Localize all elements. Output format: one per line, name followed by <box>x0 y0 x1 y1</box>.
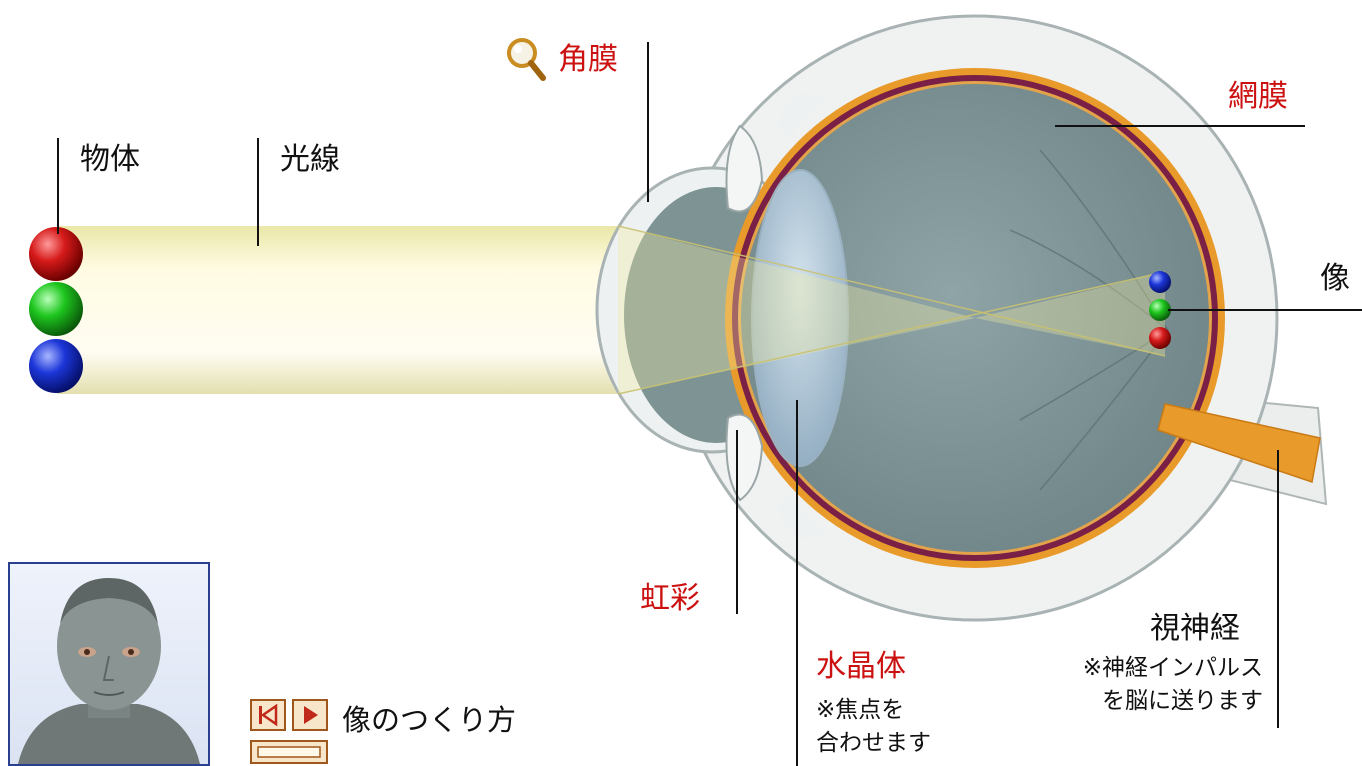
object-sphere-blue <box>29 339 83 393</box>
lens-note-line-1: ※焦点を <box>816 697 905 723</box>
play-icon <box>304 706 318 724</box>
play-button[interactable] <box>292 699 328 731</box>
face-portrait-thumbnail[interactable] <box>8 562 210 766</box>
iris-lower <box>725 413 764 502</box>
light-cone-in <box>618 226 975 394</box>
light-beam <box>57 226 637 394</box>
ciliary-body <box>778 92 830 140</box>
lens-note-line-2: 合わせます <box>816 730 931 757</box>
stop-bar-button[interactable] <box>250 740 328 764</box>
nerve-note-line-1: ※神経インパルス <box>1082 655 1263 681</box>
image-dot-red <box>1149 327 1171 349</box>
nerve-note: ※神経インパルス を脳に送ります <box>1025 652 1263 719</box>
stop-bar-icon <box>257 746 321 758</box>
nerve-note-line-2: を脳に送ります <box>1102 688 1263 715</box>
label-retina: 網膜 <box>1228 79 1288 114</box>
image-dot-green <box>1149 299 1171 321</box>
step-back-button[interactable] <box>250 699 286 731</box>
label-object: 物体 <box>80 142 140 177</box>
label-optic-nerve: 視神経 <box>1150 611 1240 646</box>
label-lens: 水晶体 <box>816 649 906 684</box>
controls-caption: 像のつくり方 <box>342 703 517 737</box>
step-back-icon <box>259 703 278 727</box>
object-sphere-red <box>29 227 83 281</box>
label-cornea: 角膜 <box>558 42 618 77</box>
label-image: 像 <box>1320 261 1350 296</box>
crystalline-lens <box>751 169 849 467</box>
object-sphere-green <box>29 282 83 336</box>
vitreous-body <box>741 84 1209 552</box>
face-portrait-image <box>18 578 200 764</box>
magnifier-icon[interactable] <box>504 36 548 82</box>
label-iris: 虹彩 <box>640 581 700 616</box>
iris-upper <box>725 124 764 213</box>
optic-nerve <box>1157 403 1321 483</box>
light-cone-out <box>975 272 1165 356</box>
label-ray: 光線 <box>280 142 340 177</box>
leader-lines <box>57 42 1362 766</box>
image-dot-blue <box>1149 271 1171 293</box>
lens-note: ※焦点を 合わせます <box>816 694 931 761</box>
